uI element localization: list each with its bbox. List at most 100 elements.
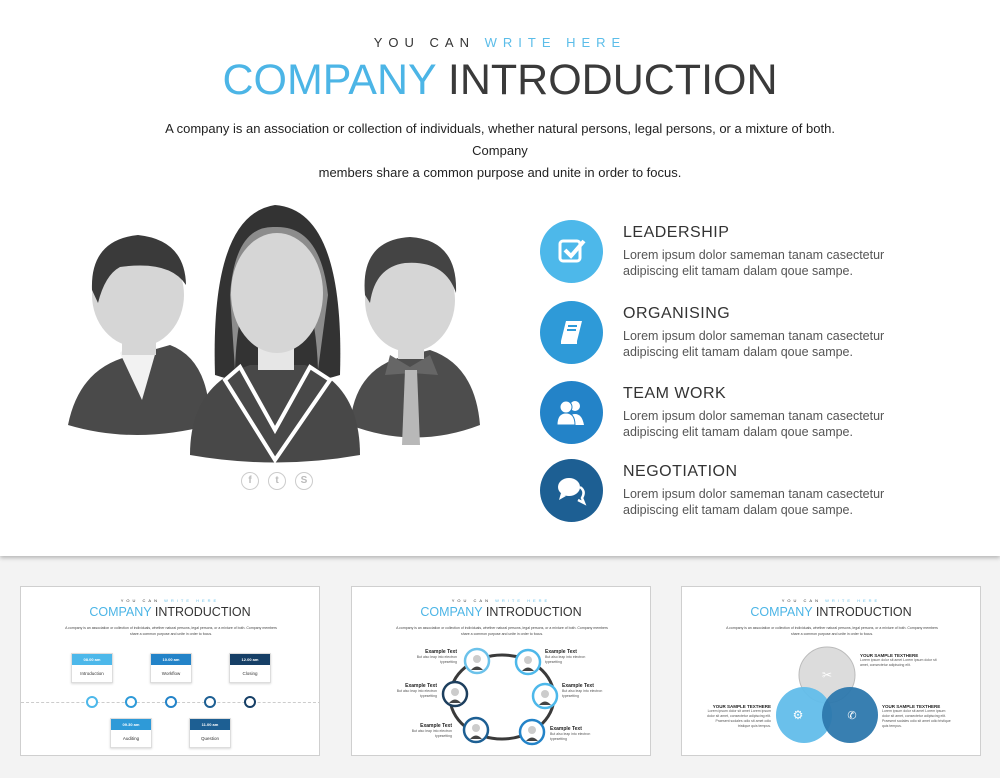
feature-icon-circle	[540, 301, 603, 364]
feature-icon-circle	[540, 220, 603, 283]
cycle-title: Example Text	[420, 723, 452, 729]
venn-text: Lorem ipsum dolor sit amet Lorem ipsum d…	[860, 658, 937, 667]
venn-text: Lorem ipsum dolor sit amet Lorem ipsum d…	[707, 709, 772, 728]
kicker-dark: YOU CAN	[781, 598, 821, 603]
twitter-icon[interactable]: t	[268, 472, 286, 490]
timeline-node	[125, 696, 137, 708]
venn-heading: YOUR SAMPLE TEXTHERE	[860, 653, 919, 658]
kicker-light: WRITE HERE	[164, 598, 220, 603]
venn-circle-left	[776, 687, 832, 743]
skype-icon[interactable]: S	[295, 472, 313, 490]
thumbnail-cycle[interactable]: YOU CAN WRITE HERE COMPANY INTRODUCTION …	[351, 586, 651, 756]
cycle-text: But also leap into electron typesetting	[411, 729, 452, 738]
feature-text: Lorem ipsum dolor sameman tanam casectet…	[623, 409, 885, 439]
description: A company is an association or collectio…	[65, 626, 277, 636]
timeline-label: Question	[200, 736, 219, 741]
timeline-label: Closing	[242, 671, 258, 676]
kicker: YOU CAN WRITE HERE	[0, 35, 1000, 50]
facebook-icon[interactable]: f	[241, 472, 259, 490]
cycle-text: But also leap into electron typesetting	[545, 655, 586, 664]
cycle-text: But also leap into electron typesetting	[550, 732, 591, 741]
feature-title: ORGANISING	[623, 305, 731, 322]
title-dark: INTRODUCTION	[815, 605, 912, 619]
timeline-label: Introduction	[80, 671, 104, 676]
feature-title: TEAM WORK	[623, 385, 727, 402]
kicker-light: WRITE HERE	[495, 598, 551, 603]
kicker-light: WRITE HERE	[825, 598, 881, 603]
feature-title: NEGOTIATION	[623, 463, 738, 480]
venn-circle-right	[822, 687, 878, 743]
timeline-time: 10.00 am	[151, 654, 191, 665]
person-node	[514, 648, 542, 676]
person-node	[518, 718, 546, 746]
description: A company is an association or collectio…	[726, 626, 938, 636]
timeline-node	[165, 696, 177, 708]
timeline-time: 09.30 am	[111, 719, 151, 730]
person-node	[463, 647, 491, 675]
title-blue: COMPANY	[750, 605, 813, 619]
feature-icon-circle	[540, 381, 603, 444]
kicker-dark: YOU CAN	[451, 598, 491, 603]
title-dark: INTRODUCTION	[447, 56, 778, 104]
timeline-card: 10.00 am Workflow	[150, 653, 192, 683]
timeline-card: 08.00 am Introduction	[71, 653, 113, 683]
kicker-dark: YOU CAN	[373, 35, 475, 50]
venn-heading: YOUR SAMPLE TEXTHERE	[882, 704, 941, 709]
venn-diagram: ✂ ⚙ ✆	[776, 646, 878, 743]
feature-leadership: LEADERSHIP Lorem ipsum dolor sameman tana…	[540, 220, 960, 284]
kicker-light: WRITE HERE	[484, 35, 627, 50]
timeline-label: Auditing	[122, 736, 140, 741]
cycle-diagram	[441, 647, 559, 746]
feature-icon-circle	[540, 459, 603, 522]
timeline-label: Workflow	[161, 671, 181, 676]
timeline-node	[86, 696, 98, 708]
title-dark: INTRODUCTION	[485, 605, 582, 619]
description-line: A company is an association or collectio…	[165, 121, 835, 158]
feature-negotiation: NEGOTIATION Lorem ipsum dolor sameman tan…	[540, 459, 960, 523]
description-line: members share a common purpose and unite…	[318, 165, 682, 180]
main-slide: YOU CAN WRITE HERE COMPANY INTRODUCTION …	[0, 0, 1000, 556]
cycle-title: Example Text	[562, 683, 594, 689]
venn-heading: YOUR SAMPLE TEXTHERE	[712, 704, 771, 709]
tools-icon: ✂	[822, 668, 832, 682]
thumbnail-venn[interactable]: YOU CAN WRITE HERE COMPANY INTRODUCTION …	[681, 586, 981, 756]
timeline-time: 11.00 am	[190, 719, 230, 730]
timeline-node	[204, 696, 216, 708]
cycle-text: But also leap into electron typesetting	[562, 689, 603, 698]
team-people-illustration	[68, 205, 480, 464]
timeline-node	[244, 696, 256, 708]
cycle-text: But also leap into electron typesetting	[416, 655, 457, 664]
title-blue: COMPANY	[222, 56, 436, 104]
feature-text: Lorem ipsum dolor sameman tanam casectet…	[623, 487, 885, 517]
cycle-title: Example Text	[405, 683, 437, 689]
thumbnail-timeline[interactable]: YOU CAN WRITE HERE COMPANY INTRODUCTION …	[20, 586, 320, 756]
slide-title: COMPANY INTRODUCTION	[0, 56, 1000, 105]
timeline-card: 09.30 am Auditing	[110, 718, 152, 748]
description: A company is an association or collectio…	[396, 626, 608, 636]
gears-icon: ⚙	[793, 708, 804, 722]
timeline-card: 12.00 am Closing	[229, 653, 271, 683]
person-node	[462, 716, 490, 744]
venn-text: Lorem ipsum dolor sit amet Lorem ipsum d…	[882, 709, 951, 728]
title-blue: COMPANY	[420, 605, 483, 619]
description: A company is an association or collectio…	[140, 118, 860, 184]
feature-title: LEADERSHIP	[623, 224, 730, 241]
cycle-text: But also leap into electron typesetting	[396, 689, 437, 698]
timeline-time: 08.00 am	[72, 654, 112, 665]
title-blue: COMPANY	[89, 605, 152, 619]
cycle-title: Example Text	[425, 649, 457, 655]
timeline-card: 11.00 am Question	[189, 718, 231, 748]
person-node	[531, 682, 559, 710]
timeline-time: 12.00 am	[230, 654, 270, 665]
feature-text: Lorem ipsum dolor sameman tanam casectet…	[623, 248, 885, 278]
cycle-title: Example Text	[545, 649, 577, 655]
kicker-dark: YOU CAN	[120, 598, 160, 603]
cycle-title: Example Text	[550, 726, 582, 732]
